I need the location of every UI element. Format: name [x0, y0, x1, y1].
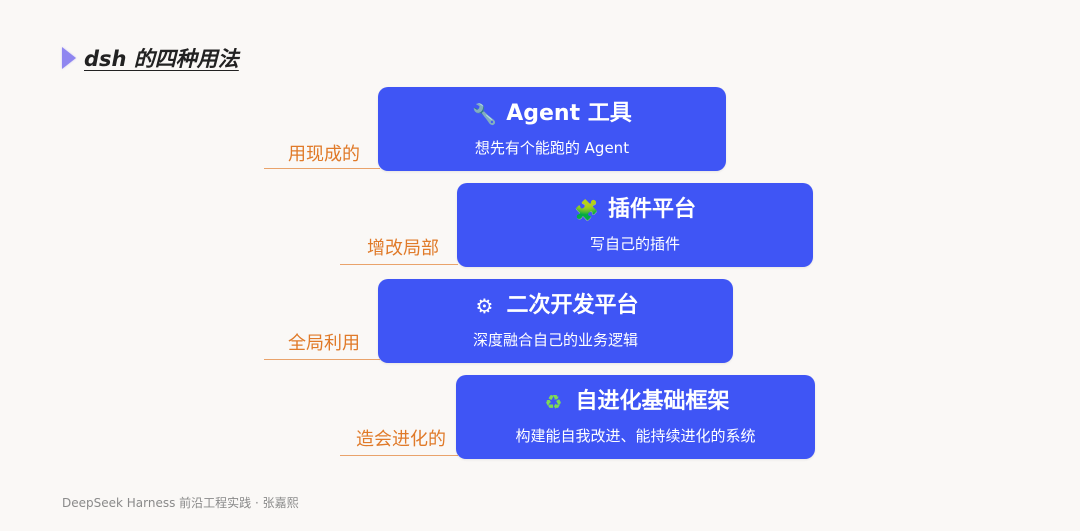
slide-title-group: dsh 的四种用法	[62, 42, 239, 74]
label-underline	[340, 264, 458, 265]
card-subtitle: 深度融合自己的业务逻辑	[472, 331, 638, 349]
recycle-icon: ♻	[544, 390, 563, 414]
label-underline	[340, 455, 458, 456]
label-build-evolving: 造会进化的	[356, 429, 446, 450]
card-self-evolving-framework: ♻ 自进化基础框架 构建能自我改进、能持续进化的系统	[456, 375, 815, 459]
card-subtitle: 构建能自我改进、能持续进化的系统	[515, 427, 756, 445]
label-global-use: 全局利用	[288, 333, 360, 354]
card-heading: 自进化基础框架	[575, 389, 730, 414]
label-underline	[264, 359, 380, 360]
card-subtitle: 想先有个能跑的 Agent	[474, 139, 630, 157]
card-heading: Agent 工具	[506, 101, 632, 126]
gear-icon: ⚙	[475, 294, 494, 318]
label-underline	[264, 168, 380, 169]
card-plugin-platform: 🧩 插件平台 写自己的插件	[457, 183, 813, 267]
card-agent-tool: 🔧 Agent 工具 想先有个能跑的 Agent	[378, 87, 726, 171]
puzzle-icon: 🧩	[573, 198, 599, 222]
card-subtitle: 写自己的插件	[589, 235, 680, 253]
card-heading: 二次开发平台	[506, 293, 639, 318]
label-modify-local: 增改局部	[367, 238, 439, 259]
label-use-ready: 用现成的	[288, 144, 360, 165]
footer-credit: DeepSeek Harness 前沿工程实践 · 张嘉熙	[62, 496, 299, 510]
card-heading: 插件平台	[607, 197, 696, 222]
triangle-marker-icon	[62, 47, 76, 69]
slide-title: dsh 的四种用法	[84, 47, 239, 71]
wrench-icon: 🔧	[472, 102, 498, 126]
card-secondary-dev-platform: ⚙ 二次开发平台 深度融合自己的业务逻辑	[378, 279, 733, 363]
